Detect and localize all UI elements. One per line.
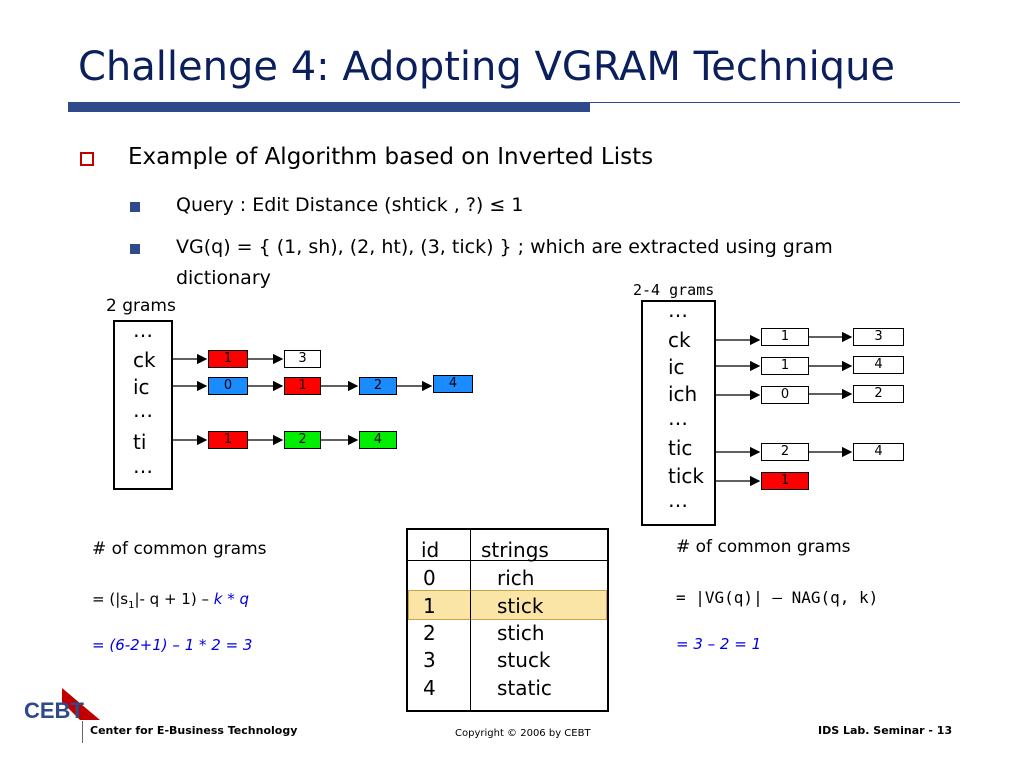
posting-box: 2: [284, 431, 321, 449]
posting-box: 2: [359, 377, 397, 395]
table-cell-id: 2: [423, 621, 436, 645]
filled-bullet-icon: [130, 244, 140, 254]
right-formula-result: = 3 – 2 = 1: [676, 635, 762, 653]
posting-box: 1: [284, 377, 321, 395]
posting-box: 4: [433, 375, 473, 393]
logo-text: CEBT: [24, 698, 84, 723]
table-header-rule: [408, 560, 607, 561]
footer-center-name: Center for E-Business Technology: [90, 724, 298, 737]
title-underline: [68, 102, 590, 112]
table-column-divider: [470, 530, 471, 710]
footer-page: IDS Lab. Seminar - 13: [818, 724, 953, 737]
table-cell-string: stuck: [497, 648, 551, 672]
cebt-logo: CEBT: [24, 688, 100, 723]
highlight-row: [408, 590, 607, 620]
table-cell-id: 1: [423, 594, 436, 618]
ellipsis: …: [133, 454, 153, 478]
ellipsis: …: [668, 298, 688, 322]
left-panel-label: 2 grams: [106, 296, 176, 316]
vg-line-1: VG(q) = { (1, sh), (2, ht), (3, tick) } …: [176, 236, 833, 258]
posting-box: 3: [853, 328, 904, 346]
posting-box: 2: [761, 443, 809, 461]
right-formula-equation: = |VG(q)| – NAG(q, k): [676, 588, 879, 607]
table-cell-id: 4: [423, 676, 436, 700]
posting-box: 2: [853, 385, 904, 403]
slide-title: Challenge 4: Adopting VGRAM Technique: [78, 44, 896, 90]
right-gram-panel: [641, 300, 716, 526]
posting-box: 1: [761, 472, 809, 490]
gram-ti: ti: [133, 430, 147, 454]
table-cell-string: stick: [497, 594, 544, 618]
bullet-example: Example of Algorithm based on Inverted L…: [128, 144, 654, 170]
table-cell-string: stich: [497, 621, 545, 645]
left-formula-equation: = (|s1|- q + 1) – k * q: [92, 590, 249, 611]
posting-box: 4: [853, 443, 904, 461]
square-bullet-icon: [80, 152, 94, 166]
gram-ich: ich: [668, 382, 698, 406]
gram-ic: ic: [668, 355, 685, 379]
posting-box: 1: [208, 350, 248, 368]
ellipsis: …: [133, 318, 153, 342]
posting-box: 1: [208, 431, 248, 449]
gram-ck: ck: [133, 348, 156, 372]
eq-sub: 1: [128, 600, 135, 611]
left-formula-heading: # of common grams: [92, 539, 267, 559]
eq-prefix: = (|s: [92, 590, 129, 608]
left-gram-panel: [113, 320, 173, 490]
table-cell-string: rich: [497, 566, 535, 590]
ellipsis: …: [668, 406, 688, 430]
footer-copyright: Copyright © 2006 by CEBT: [455, 728, 591, 739]
eq-mid: |- q + 1) –: [134, 590, 214, 608]
strings-table: [406, 528, 609, 712]
posting-box: 0: [208, 377, 248, 395]
posting-box: 4: [359, 431, 397, 449]
table-cell-id: 3: [423, 648, 436, 672]
eq-italic: k * q: [213, 590, 249, 608]
table-cell-id: 0: [423, 566, 436, 590]
table-header-id: id: [421, 538, 440, 562]
posting-box: 3: [284, 350, 321, 368]
table-cell-string: static: [497, 676, 552, 700]
title-rule-thin: [590, 102, 960, 103]
posting-box: 1: [761, 357, 809, 375]
ellipsis: …: [668, 488, 688, 512]
gram-ic: ic: [133, 375, 150, 399]
gram-tic: tic: [668, 436, 693, 460]
posting-box: 1: [761, 328, 809, 346]
right-formula-heading: # of common grams: [676, 537, 851, 557]
right-panel-label: 2-4 grams: [633, 281, 715, 299]
gram-ck: ck: [668, 328, 691, 352]
posting-box: 0: [761, 386, 809, 404]
footer-divider: [82, 721, 83, 743]
filled-bullet-icon: [130, 202, 140, 212]
posting-box: 4: [853, 356, 904, 374]
vg-line-2: dictionary: [176, 267, 271, 289]
query-line: Query : Edit Distance (shtick , ?) ≤ 1: [176, 194, 524, 216]
gram-tick: tick: [668, 464, 704, 488]
left-formula-result: = (6-2+1) – 1 * 2 = 3: [92, 636, 253, 654]
ellipsis: …: [133, 398, 153, 422]
table-header-strings: strings: [481, 538, 549, 562]
